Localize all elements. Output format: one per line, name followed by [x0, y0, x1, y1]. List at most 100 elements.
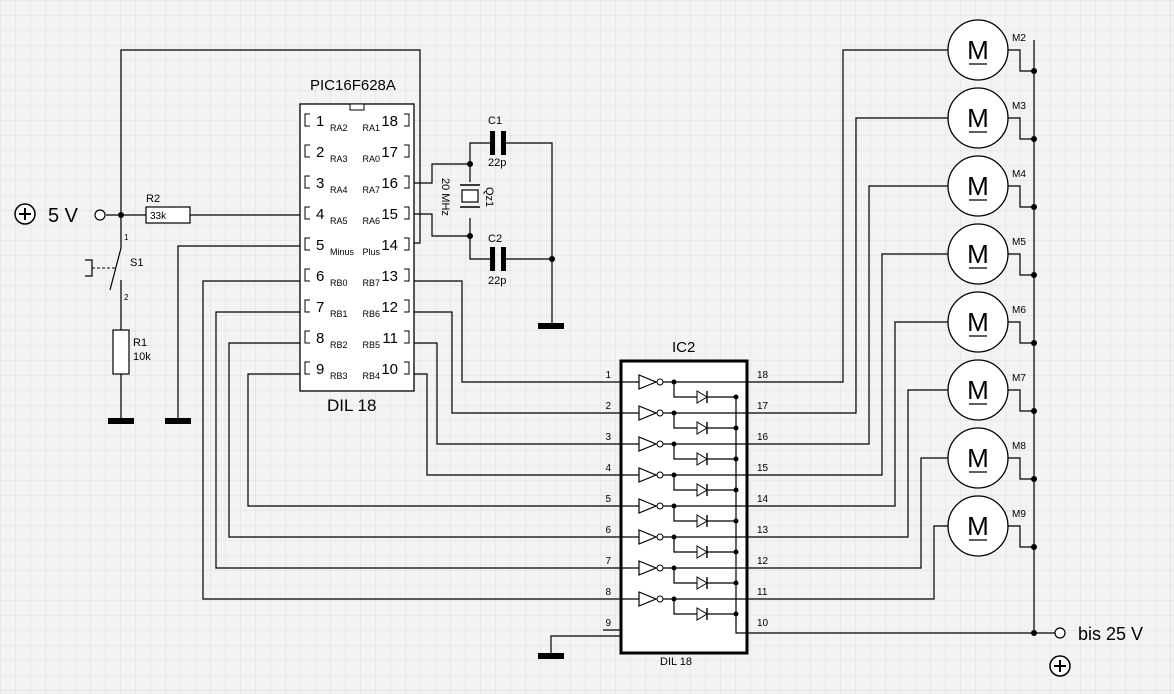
- motor-wire: [747, 185, 948, 445]
- motor-label: M3: [1012, 101, 1026, 112]
- capacitor-c2: [490, 247, 506, 271]
- diode-wire: [673, 413, 697, 429]
- pin-socket: [404, 330, 410, 344]
- inverter-gate: [638, 560, 658, 576]
- pic-pin-number: 8: [316, 330, 324, 347]
- motor-letter: M: [967, 307, 989, 337]
- pic-pin-number: 9: [316, 361, 324, 378]
- pic-pin-number: 6: [316, 268, 324, 285]
- inverter-bubble: [656, 440, 664, 448]
- motor-letter: M: [967, 511, 989, 541]
- r2-value: 33k: [150, 211, 167, 222]
- c2-name: C2: [488, 233, 502, 245]
- signal-wire: [414, 280, 603, 383]
- motor-label: M6: [1012, 305, 1026, 316]
- pic-pin-name: RA0: [362, 154, 380, 164]
- r1-name: R1: [133, 337, 147, 349]
- motor-symbol: [947, 427, 1009, 489]
- motor-letter: M: [967, 239, 989, 269]
- diode: [696, 452, 708, 466]
- resistor-r1: [112, 329, 130, 375]
- motor-letter: M: [967, 443, 989, 473]
- pic-pin-name: RA7: [362, 185, 380, 195]
- supply-wiring: [106, 49, 421, 418]
- pic-package: DIL 18: [327, 396, 376, 415]
- resistor-r2: [145, 206, 191, 224]
- pic-pin-name: RA4: [330, 185, 348, 195]
- r1-value: 10k: [133, 351, 151, 363]
- motor-letter: M: [967, 103, 989, 133]
- ic2-pin-number: 1: [605, 370, 611, 381]
- signal-wire: [414, 342, 603, 445]
- pic-pin-number: 15: [381, 206, 398, 223]
- pic-pin-name: RA1: [362, 123, 380, 133]
- inverter-bubble: [656, 471, 664, 479]
- ic2-pin-number: 2: [605, 401, 611, 412]
- inverter-bubble: [656, 378, 664, 386]
- pic-pin-number: 16: [381, 175, 398, 192]
- signal-wire: [202, 280, 603, 600]
- pin-socket: [404, 175, 410, 189]
- diode: [696, 514, 708, 528]
- ic2-pin-number: 10: [757, 618, 769, 629]
- diode: [696, 483, 708, 497]
- pic-pin-name: RB1: [330, 309, 348, 319]
- ground-symbol: [108, 418, 134, 424]
- pic-pin-name: RA5: [330, 216, 348, 226]
- pic-pin-name: RB4: [362, 371, 380, 381]
- motor-label: M7: [1012, 373, 1026, 384]
- pic-pin-name: Plus: [362, 247, 380, 257]
- pic-chip: [299, 103, 415, 392]
- pin-socket: [304, 361, 310, 375]
- r2-name: R2: [146, 193, 160, 205]
- oscillator-wiring: [414, 142, 555, 323]
- pic-pin-name: RB5: [362, 340, 380, 350]
- pin-socket: [404, 144, 410, 158]
- switch-label: S1: [130, 257, 143, 269]
- ic2-pin-number: 4: [605, 463, 611, 474]
- pic-pin-number: 7: [316, 299, 324, 316]
- pic-pin-number: 4: [316, 206, 324, 223]
- ic2-pin-number: 3: [605, 432, 611, 443]
- pic-pin-number: 10: [381, 361, 398, 378]
- ic2-pin-number: 18: [757, 370, 769, 381]
- motor-symbol: [947, 495, 1009, 557]
- capacitor-c1: [490, 131, 506, 155]
- motor-wire: [747, 525, 948, 600]
- inverter-bubble: [656, 595, 664, 603]
- pic-pin-name: RA6: [362, 216, 380, 226]
- pic-pin-number: 14: [381, 237, 398, 254]
- signal-wire: [247, 373, 603, 507]
- inverter-bubble: [656, 409, 664, 417]
- diode-wire: [673, 444, 697, 460]
- motor-wire: [747, 253, 948, 476]
- diode: [696, 576, 708, 590]
- ic2-title: IC2: [672, 339, 695, 356]
- diode-wire: [673, 382, 697, 398]
- motor-wire: [1008, 49, 1034, 72]
- motor-symbol: [947, 155, 1009, 217]
- signal-wire: [414, 311, 603, 414]
- motor-wire: [1008, 525, 1034, 548]
- pic-pin-name: RB7: [362, 278, 380, 288]
- pic-pin-name: RB6: [362, 309, 380, 319]
- switch-pin2: 2: [124, 293, 129, 302]
- ic2-pin-number: 7: [605, 556, 611, 567]
- inverter-gate: [638, 591, 658, 607]
- pic-pin-number: 5: [316, 237, 324, 254]
- pic-pin-number: 12: [381, 299, 398, 316]
- ic2-pin-number: 12: [757, 556, 769, 567]
- diode: [696, 607, 708, 621]
- pic-pin-number: 3: [316, 175, 324, 192]
- ic2-pin-number: 14: [757, 494, 769, 505]
- ground-symbol: [538, 653, 564, 659]
- motor-supply-bus: [735, 40, 1071, 677]
- motor-symbol: [947, 291, 1009, 353]
- motor-letter: M: [967, 171, 989, 201]
- pic-pin-number: 11: [382, 330, 398, 347]
- c2-value: 22p: [488, 275, 506, 287]
- pin-socket: [304, 175, 310, 189]
- supply-label: 5 V: [48, 205, 79, 227]
- ic2-pin-number: 5: [605, 494, 611, 505]
- pic-pin-number: 2: [316, 144, 324, 161]
